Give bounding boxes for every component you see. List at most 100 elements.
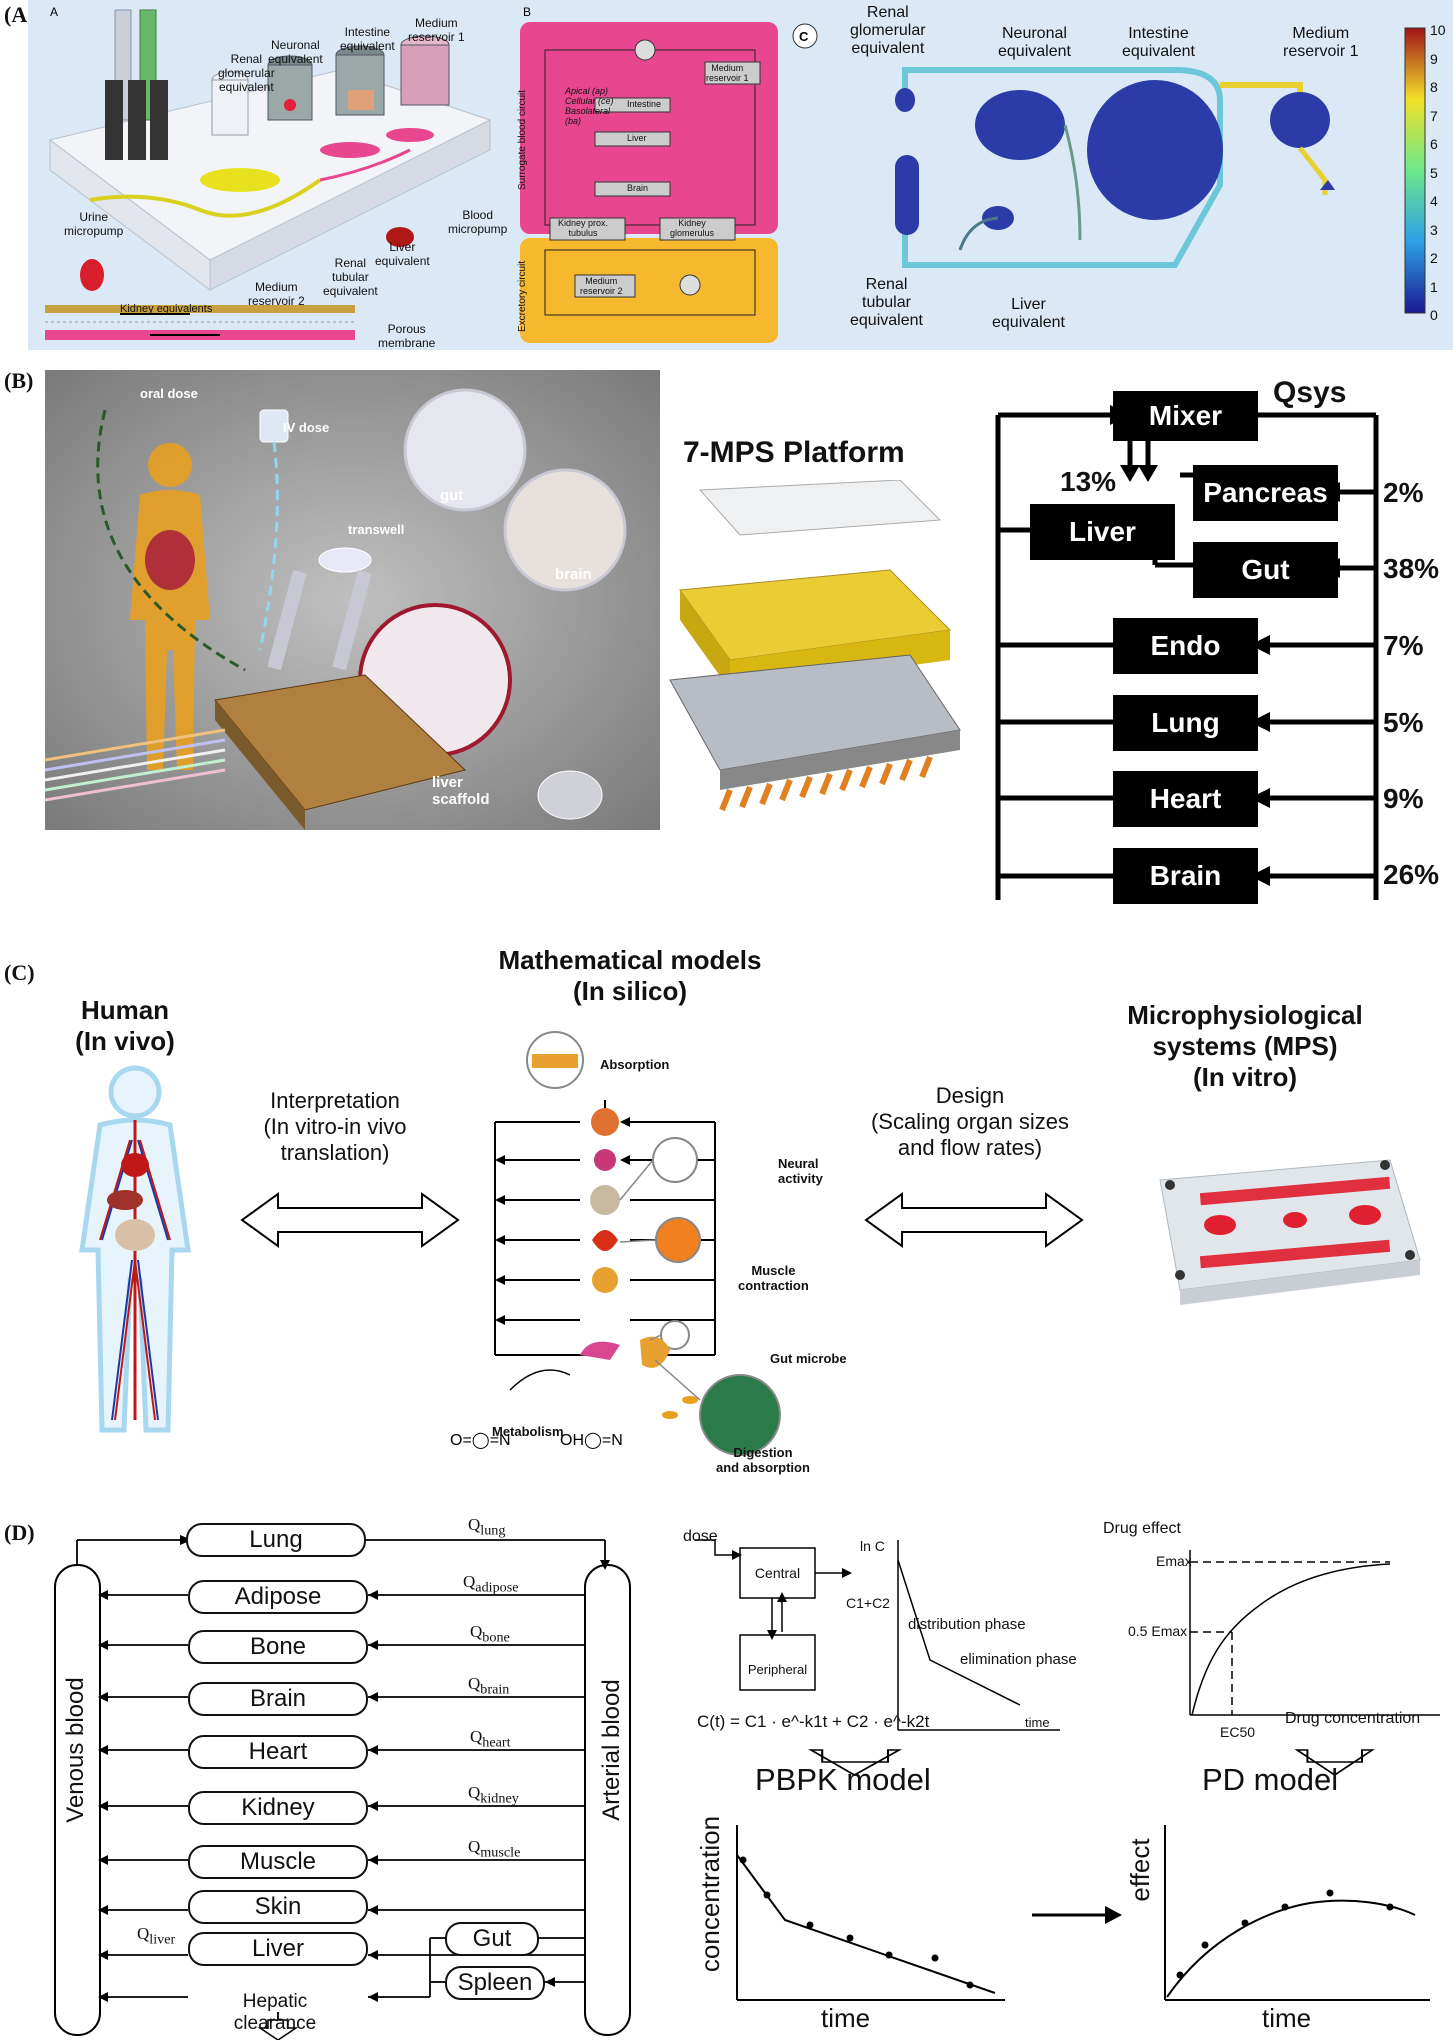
colorbar-tick: 1 — [1430, 278, 1438, 295]
colorbar-tick: 10 — [1430, 22, 1446, 38]
circuit-kidney-prox-tubulus: Kidney prox. tubulus — [558, 218, 609, 238]
double-arrow-right — [864, 1192, 1084, 1248]
qsys-label: Qsys — [1273, 376, 1347, 409]
drug-dosing-illustration — [45, 370, 660, 830]
percent-pancreas: 2% — [1383, 477, 1424, 508]
pbpk-time: time — [1025, 1715, 1050, 1730]
axis-concentration: concentration — [695, 1815, 725, 1973]
colorbar-tick: 5 — [1430, 164, 1438, 181]
percent-liver: 13% — [1060, 466, 1117, 497]
label-intestine: Intestine equivalent — [340, 25, 395, 53]
colorbar-tick: 0 — [1430, 307, 1438, 323]
pd-half-emax: 0.5 Emax — [1128, 1623, 1188, 1639]
percent-heart: 9% — [1383, 783, 1424, 814]
flow-q-bone: Qbone — [470, 1622, 510, 1646]
colorbar-tick: 8 — [1430, 79, 1438, 95]
percent-brain: 26% — [1383, 859, 1440, 890]
label-neural-activity: Neural activity — [778, 1156, 823, 1186]
pbpk-equation: C(t) = C1 · e^-k1t + C2 · e^-k2t — [697, 1712, 930, 1731]
sub-label-c: C — [799, 29, 809, 44]
pd-model-title: PD model — [1202, 1762, 1339, 1797]
colorbar-tick: 2 — [1430, 250, 1438, 266]
hepatic-clearance-label: Hepatic clearance — [233, 1991, 317, 2034]
svg-text:O=◯=N: O=◯=N — [450, 1432, 511, 1449]
flow-q-liver: Qliver — [137, 1924, 176, 1948]
interpretation-text: Interpretation (In vitro-in vivo transla… — [263, 1088, 407, 1165]
organ-liver: Liver — [188, 1932, 368, 1966]
label-liver-scaffold: liver scaffold — [432, 774, 490, 808]
box-liver: Liver — [1030, 504, 1175, 560]
pbpk-model-title: PBPK model — [755, 1762, 931, 1797]
flow-q-adipose: Qadipose — [463, 1572, 519, 1596]
circuit-medium-reservoir-2: Medium reservoir 2 — [580, 276, 623, 296]
flow-q-heart: Qheart — [470, 1727, 511, 1751]
organ-brain: Brain — [188, 1682, 368, 1716]
pd-emax: Emax — [1156, 1553, 1192, 1569]
label-metabolism: Metabolism — [492, 1424, 564, 1439]
axis-effect: effect — [1125, 1838, 1155, 1902]
organ-kidney: Kidney — [188, 1791, 368, 1825]
platform-title: 7-MPS Platform — [683, 436, 905, 469]
pd-drug-concentration: Drug concentration — [1285, 1710, 1421, 1727]
sim-label-neuronal: Neuronal equivalent — [998, 25, 1071, 60]
label-porous-membrane: Porous membrane — [378, 322, 436, 350]
colorbar-tick: 3 — [1430, 221, 1438, 238]
sim-label-renal-glomerular: Renal glomerular equivalent — [850, 4, 926, 57]
percent-lung: 5% — [1383, 707, 1424, 738]
label-neuronal: Neuronal equivalent — [268, 38, 323, 66]
organ-skin: Skin — [188, 1890, 368, 1924]
effect-time-plot — [1164, 1825, 1430, 2001]
label-renal-glomerular: Renal glomerular equivalent — [218, 52, 275, 94]
label-digestion-absorption: Digestion and absorption — [716, 1445, 810, 1475]
percent-gut: 38% — [1383, 553, 1440, 584]
circuit-liver: Liver — [627, 133, 647, 143]
mps-chip-illustration — [1159, 1159, 1421, 1305]
label-medium-reservoir-2: Medium reservoir 2 — [248, 280, 305, 308]
seven-mps-platform-illustration — [669, 480, 961, 812]
flow-q-muscle: Qmuscle — [468, 1837, 521, 1861]
axis-time-2: time — [1262, 2003, 1312, 2033]
box-pancreas: Pancreas — [1193, 465, 1338, 521]
double-arrow-left — [240, 1192, 460, 1248]
organ-lung: Lung — [186, 1523, 366, 1557]
label-renal-tubular: Renal tubular equivalent — [323, 256, 378, 298]
box-brain: Brain — [1113, 848, 1258, 904]
pd-ec50: EC50 — [1220, 1724, 1256, 1740]
pbpk-central: Central — [754, 1565, 801, 1581]
arrow-to-effect — [1032, 1906, 1122, 1924]
math-models-title: Mathematical models (In silico) — [498, 945, 762, 1006]
sub-label-a: A — [50, 5, 58, 19]
circuit-layers-legend: Apical (ap) Cellular (ce) Basolateral (b… — [565, 86, 614, 126]
panel-label-b: (B) — [4, 368, 34, 393]
label-kidney-equivalents: Kidney equivalents — [120, 303, 213, 315]
label-absorption: Absorption — [600, 1057, 670, 1072]
organ-heart: Heart — [188, 1735, 368, 1769]
circuit-kidney-glomerulus: Kidney glomerulus — [670, 218, 715, 238]
circuit-medium-reservoir-1: Medium reservoir 1 — [706, 63, 749, 83]
colorbar-tick: 6 — [1430, 136, 1438, 152]
pd-emax-curve — [1189, 1550, 1440, 1776]
organ-spleen: Spleen — [445, 1966, 545, 2000]
label-transwell: transwell — [348, 522, 405, 537]
sim-label-intestine: Intestine equivalent — [1122, 25, 1195, 60]
human-title: Human (In vivo) — [75, 995, 175, 1056]
circuit-diagram: B — [520, 5, 778, 343]
mps-title: Microphysiological systems (MPS) (In vit… — [1127, 1000, 1363, 1092]
box-gut: Gut — [1193, 542, 1338, 598]
sim-label-renal-tubular: Renal tubular equivalent — [850, 276, 923, 329]
svg-text:OH◯=N: OH◯=N — [560, 1432, 623, 1449]
venous-blood-label: Venous blood — [62, 1677, 89, 1823]
label-gut: gut — [440, 487, 464, 504]
human-vasculature-figure — [79, 1065, 191, 1433]
pbpk-elimination: elimination phase — [960, 1651, 1077, 1668]
concentration-time-plot — [736, 1825, 1005, 2001]
arterial-blood-label: Arterial blood — [598, 1679, 625, 1821]
label-oral-dose: oral dose — [140, 386, 198, 401]
flow-q-brain: Qbrain — [468, 1674, 510, 1698]
circuit-intestine: Intestine — [627, 99, 662, 109]
percent-endo: 7% — [1383, 630, 1424, 661]
box-lung: Lung — [1113, 695, 1258, 751]
label-brain-inset: brain — [555, 566, 592, 583]
organ-gut: Gut — [445, 1922, 539, 1956]
